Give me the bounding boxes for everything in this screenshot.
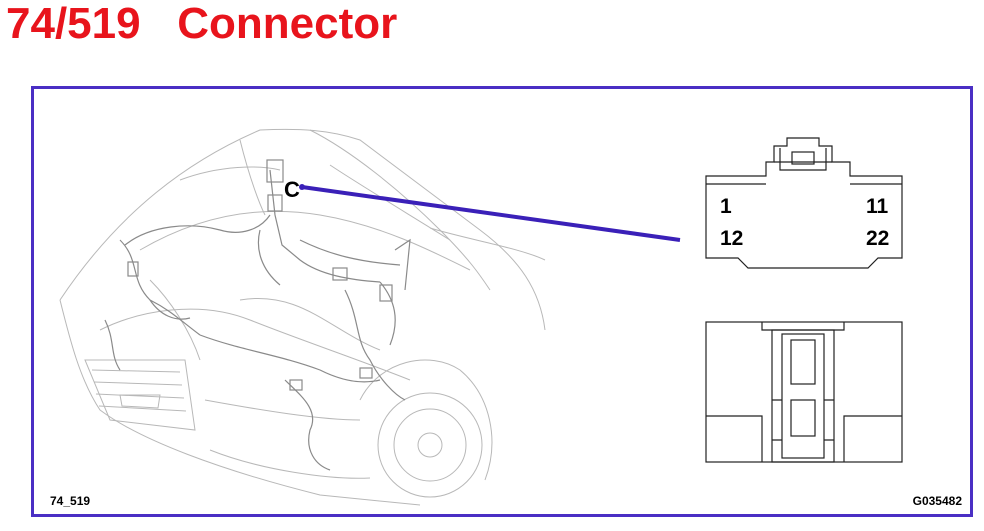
wiring-harness [104,159,411,471]
connector-side-view [705,321,903,463]
pin-label-12: 12 [720,227,743,250]
page-title: 74/519 Connector [6,0,398,48]
pin-label-22: 22 [866,227,889,250]
pin-label-11: 11 [866,195,889,218]
figure-ref-left: 74_519 [50,494,91,508]
car-illustration [59,128,546,506]
connector-face-view [705,137,903,269]
location-marker: C [284,177,300,202]
leader-line [301,185,681,242]
pin-label-1: 1 [720,195,732,218]
figure-ref-right: G035482 [912,494,962,508]
figure-frame: 74_519 G035482 [31,86,973,517]
